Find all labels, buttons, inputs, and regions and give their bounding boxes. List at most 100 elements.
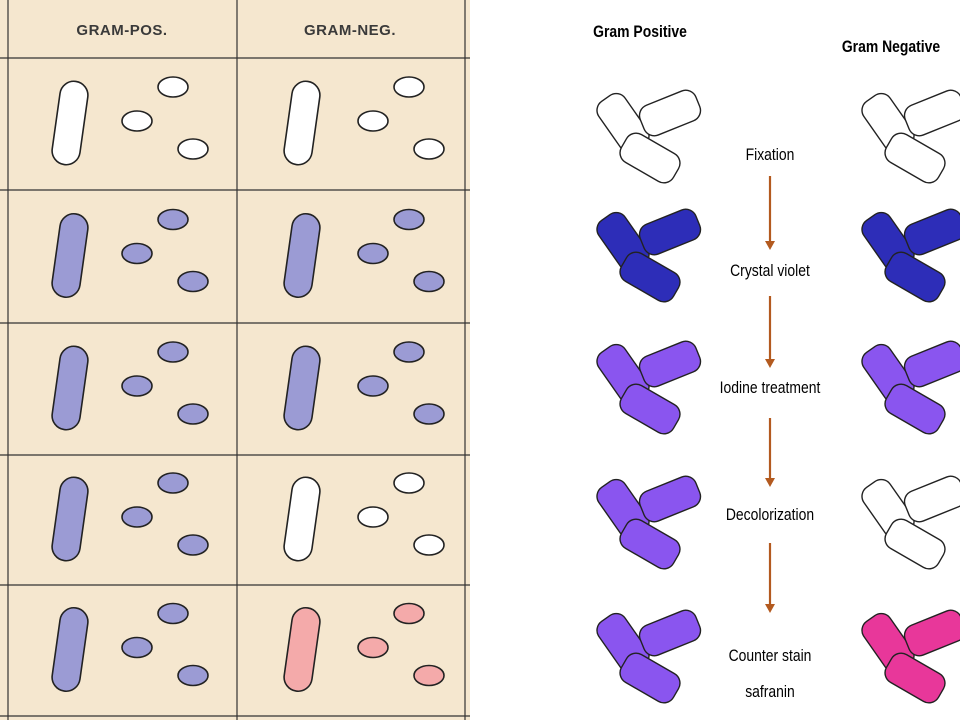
bacterium-cell: [638, 340, 702, 388]
bacterium-cell: [884, 383, 946, 435]
flow-arrows: [765, 176, 775, 613]
coccus-bacterium: [177, 138, 209, 160]
coccus-bacterium: [157, 76, 189, 98]
table-cell-neg-row-2: [283, 208, 445, 299]
gram-negative-cells-step-4: [861, 475, 960, 570]
gram-negative-cells-step-1: [861, 89, 960, 184]
step-label-crystal-violet: Crystal violet: [730, 262, 810, 281]
gram-stain-flow: Gram Positive Gram Negative Fixation Cry…: [470, 0, 960, 720]
step-label-safranin: safranin: [745, 683, 795, 702]
gram-positive-cells-step-2: [596, 208, 702, 303]
bacterium-cell: [903, 89, 960, 137]
coccus-bacterium: [121, 636, 153, 659]
bacterium-cell: [619, 132, 681, 184]
table-cell-pos-row-2: [51, 208, 209, 299]
step-arrow-2: [765, 296, 775, 368]
gram-positive-cells-step-1: [596, 89, 702, 184]
rod-bacterium: [51, 476, 89, 562]
gram-positive-cells-step-3: [596, 340, 702, 435]
coccus-bacterium: [393, 76, 425, 98]
coccus-bacterium: [413, 534, 445, 556]
bacterium-cell: [903, 340, 960, 388]
flow-labels: Fixation Crystal violet Iodine treatment…: [720, 146, 821, 702]
step-arrow-1: [765, 176, 775, 250]
coccus-bacterium: [413, 270, 445, 293]
coccus-bacterium: [177, 403, 209, 425]
bacterium-cell: [884, 652, 946, 704]
gram-stain-flow-svg: Gram Positive Gram Negative Fixation Cry…: [593, 23, 960, 704]
bacterium-cell: [638, 89, 702, 137]
coccus-bacterium: [121, 375, 153, 397]
bacterium-cell: [903, 609, 960, 657]
arrow-head: [765, 241, 775, 250]
gram-positive-cells-step-4: [596, 475, 702, 570]
step-label-fixation: Fixation: [746, 146, 795, 165]
coccus-bacterium: [177, 270, 209, 293]
coccus-bacterium: [157, 602, 189, 625]
rod-bacterium: [283, 606, 321, 693]
table-cell-neg-row-3: [283, 341, 445, 431]
gram-negative-cells-step-5: [861, 609, 960, 704]
coccus-bacterium: [157, 472, 189, 494]
coccus-bacterium: [177, 664, 209, 687]
bacterium-cell: [619, 251, 681, 303]
arrow-head: [765, 359, 775, 368]
header-gram-neg: GRAM-NEG.: [304, 22, 396, 39]
gram-negative-cells-step-3: [861, 340, 960, 435]
coccus-bacterium: [357, 242, 389, 265]
table-cell-neg-row-5: [283, 602, 445, 693]
coccus-bacterium: [121, 242, 153, 265]
bacterium-cell: [884, 251, 946, 303]
step-arrow-4: [765, 543, 775, 613]
bacterium-cell: [619, 383, 681, 435]
coccus-bacterium: [357, 375, 389, 397]
bacterium-cell: [638, 475, 702, 523]
coccus-bacterium: [121, 506, 153, 528]
step-label-counter-stain: Counter stain: [729, 647, 812, 666]
gram-positive-cells-step-5: [596, 609, 702, 704]
rod-bacterium: [51, 212, 89, 299]
rod-bacterium: [51, 345, 89, 431]
table-cell-pos-row-5: [51, 602, 209, 693]
rod-bacterium: [283, 80, 321, 166]
coccus-bacterium: [157, 341, 189, 363]
rod-bacterium: [283, 345, 321, 431]
bacterium-cell: [884, 518, 946, 570]
table-cell-pos-row-4: [51, 472, 209, 562]
gram-negative-cells-step-2: [861, 208, 960, 303]
rod-bacterium: [283, 212, 321, 299]
table-cell-neg-row-1: [283, 76, 445, 166]
table-cells: [51, 76, 445, 693]
coccus-bacterium: [393, 602, 425, 625]
table-cell-neg-row-4: [283, 472, 445, 562]
coccus-bacterium: [393, 341, 425, 363]
flow-cells: [596, 89, 960, 704]
coccus-bacterium: [357, 636, 389, 659]
gram-stain-table-svg: GRAM-POS. GRAM-NEG.: [0, 0, 470, 720]
header-gram-pos: GRAM-POS.: [76, 22, 167, 39]
step-arrow-3: [765, 418, 775, 487]
arrow-head: [765, 478, 775, 487]
bacterium-cell: [619, 652, 681, 704]
coccus-bacterium: [177, 534, 209, 556]
step-label-iodine-treatment: Iodine treatment: [720, 379, 821, 398]
coccus-bacterium: [157, 208, 189, 231]
coccus-bacterium: [413, 664, 445, 687]
step-label-decolorization: Decolorization: [726, 506, 814, 525]
bacterium-cell: [638, 208, 702, 256]
bacterium-cell: [638, 609, 702, 657]
coccus-bacterium: [121, 110, 153, 132]
table-cell-pos-row-1: [51, 76, 209, 166]
coccus-bacterium: [393, 208, 425, 231]
coccus-bacterium: [357, 506, 389, 528]
coccus-bacterium: [393, 472, 425, 494]
coccus-bacterium: [357, 110, 389, 132]
coccus-bacterium: [413, 138, 445, 160]
rod-bacterium: [283, 476, 321, 562]
bacterium-cell: [884, 132, 946, 184]
bacterium-cell: [619, 518, 681, 570]
bacterium-cell: [903, 475, 960, 523]
coccus-bacterium: [413, 403, 445, 425]
gram-positive-title: Gram Positive: [593, 23, 687, 42]
bacterium-cell: [903, 208, 960, 256]
